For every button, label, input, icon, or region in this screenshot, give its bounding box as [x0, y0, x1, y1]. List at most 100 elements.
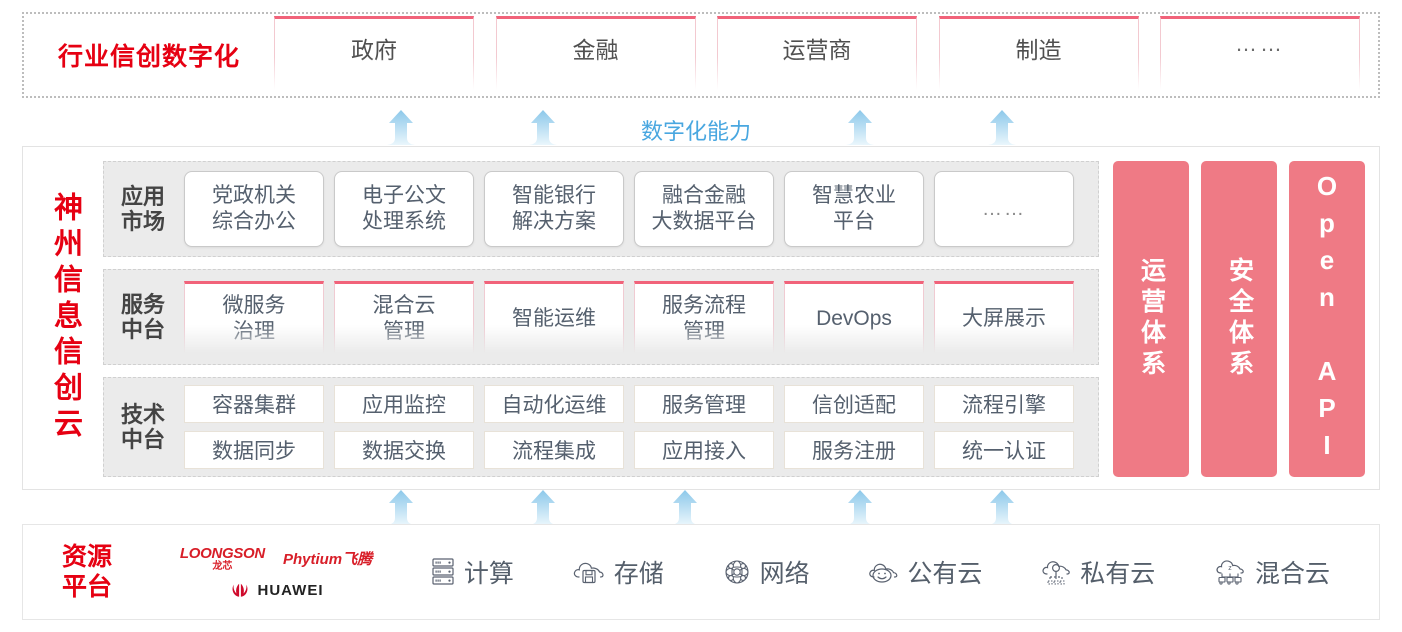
card-line2: 大数据平台: [651, 210, 757, 233]
card-line2: 处理系统: [362, 210, 446, 233]
platform-title-text: 神州信息信创云: [49, 192, 82, 444]
network-icon: [725, 560, 749, 584]
huawei-logo: HUAWEI: [229, 582, 324, 599]
card-line1: 大屏展示: [962, 306, 1046, 330]
industry-card-manufacturing[interactable]: 制造: [938, 16, 1139, 90]
huawei-flower-icon: [232, 583, 247, 597]
capability-arrow-strip-top: [0, 104, 1402, 146]
resource-item-label: 私有云: [1080, 560, 1156, 588]
industry-card-government[interactable]: 政府: [274, 16, 474, 90]
tech-card-automated-ops[interactable]: 自动化运维: [484, 385, 624, 423]
row-label-service-platform: 服务 中台: [108, 292, 178, 342]
app-card-gov-office[interactable]: 党政机关 综合办公: [184, 171, 324, 247]
service-card-hybrid-cloud-mgmt[interactable]: 混合云 管理: [334, 281, 474, 353]
loongson-logo-en: LOONGSON: [179, 544, 265, 562]
resource-item-list: 计算 存储: [401, 554, 1379, 590]
app-card-smart-agriculture[interactable]: 智慧农业 平台: [784, 171, 924, 247]
tech-card-grid: 容器集群 应用监控 自动化运维 服务管理 信创适配 流程引擎 数据同步 数据交换…: [178, 385, 1098, 469]
pillar-label: Open API: [1312, 171, 1342, 467]
row-label-line2: 中台: [120, 317, 165, 342]
pillar-operations-system[interactable]: 运营体系: [1113, 161, 1189, 477]
up-arrow-icon: [382, 110, 420, 146]
tech-card-app-access[interactable]: 应用接入: [634, 431, 774, 469]
private-cloud-icon: [1042, 561, 1071, 585]
resource-item-compute[interactable]: 计算: [430, 554, 514, 590]
row-label-line2: 市场: [120, 209, 165, 234]
row-label-tech-platform: 技术 中台: [108, 402, 178, 452]
pillar-security-system[interactable]: 安全体系: [1201, 161, 1277, 477]
resource-item-storage[interactable]: 存储: [572, 554, 664, 590]
tech-card-line-1: 容器集群 应用监控 自动化运维 服务管理 信创适配 流程引擎: [184, 385, 1098, 423]
tech-card-container-cluster[interactable]: 容器集群: [184, 385, 324, 423]
row-label-line1: 技术: [120, 401, 165, 427]
server-icon: [432, 558, 454, 585]
app-card-fintech-bigdata[interactable]: 融合金融 大数据平台: [634, 171, 774, 247]
service-card-intelligent-ops[interactable]: 智能运维: [484, 281, 624, 353]
tech-card-service-mgmt[interactable]: 服务管理: [634, 385, 774, 423]
row-service-platform: 服务 中台 微服务 治理 混合云 管: [103, 269, 1099, 365]
tech-card-data-sync[interactable]: 数据同步: [184, 431, 324, 469]
resource-item-hybrid-cloud[interactable]: z 混合云: [1213, 554, 1330, 590]
card-line1: 智慧农业: [812, 184, 896, 208]
platform-panel: 神州信息信创云 应用 市场 党政机关 综合办公: [22, 146, 1380, 490]
service-card-large-screen-display[interactable]: 大屏展示: [934, 281, 1074, 353]
resource-platform-title: 资源 平台: [23, 542, 151, 602]
tech-card-xinchuang-adaptation[interactable]: 信创适配: [784, 385, 924, 423]
card-line2: 治理: [233, 319, 275, 343]
resource-item-label: 存储: [613, 560, 664, 588]
up-arrow-icon: [382, 490, 420, 526]
industry-band: 行业信创数字化 政府 金融 运营商 制造 ……: [22, 12, 1380, 98]
platform-body: 应用 市场 党政机关 综合办公 电子公文: [99, 147, 1379, 489]
tech-card-app-monitoring[interactable]: 应用监控: [334, 385, 474, 423]
app-market-card-list: 党政机关 综合办公 电子公文 处理系统 智能银行: [178, 171, 1098, 247]
card-line1: 电子公文: [362, 184, 446, 208]
app-card-e-document[interactable]: 电子公文 处理系统: [334, 171, 474, 247]
vendor-logo-group: LOONGSON 龙芯 Phytium飞腾 HUAWEI: [151, 546, 401, 599]
tech-card-process-integration[interactable]: 流程集成: [484, 431, 624, 469]
up-arrow-icon: [841, 490, 879, 526]
resource-item-label: 网络: [759, 560, 810, 588]
service-card-service-process-mgmt[interactable]: 服务流程 管理: [634, 281, 774, 353]
loongson-logo: LOONGSON 龙芯: [180, 546, 265, 572]
tech-card-service-registry[interactable]: 服务注册: [784, 431, 924, 469]
tech-card-unified-auth[interactable]: 统一认证: [934, 431, 1074, 469]
up-arrow-icon: [983, 110, 1021, 146]
card-line1: 混合云: [372, 293, 436, 317]
resource-item-network[interactable]: 网络: [722, 554, 810, 590]
resource-item-label: 混合云: [1255, 560, 1331, 588]
platform-title: 神州信息信创云: [23, 147, 99, 489]
pillar-open-api[interactable]: Open API: [1289, 161, 1365, 477]
app-card-more[interactable]: ……: [934, 171, 1074, 247]
industry-card-finance[interactable]: 金融: [495, 16, 696, 90]
resource-platform-panel: 资源 平台 LOONGSON 龙芯 Phytium飞腾 HUAWEI: [22, 524, 1380, 620]
tech-card-data-exchange[interactable]: 数据交换: [334, 431, 474, 469]
service-card-microservice-governance[interactable]: 微服务 治理: [184, 281, 324, 353]
industry-card-telecom[interactable]: 运营商: [717, 16, 917, 90]
svg-text:z: z: [1228, 565, 1232, 572]
industry-band-title: 行业信创数字化: [57, 43, 240, 71]
row-app-market: 应用 市场 党政机关 综合办公 电子公文: [103, 161, 1099, 257]
resource-item-public-cloud[interactable]: 公有云: [867, 554, 982, 590]
up-arrow-icon: [841, 110, 879, 146]
platform-rows: 应用 市场 党政机关 综合办公 电子公文: [103, 161, 1099, 477]
tech-card-process-engine[interactable]: 流程引擎: [934, 385, 1074, 423]
row-label-line2: 中台: [120, 427, 165, 452]
app-card-smart-bank[interactable]: 智能银行 解决方案: [484, 171, 624, 247]
platform-pillars: 运营体系 安全体系 Open API: [1113, 161, 1365, 477]
resource-item-label: 公有云: [907, 560, 983, 588]
card-line2: 管理: [383, 319, 425, 343]
card-line1: 党政机关: [212, 184, 296, 208]
up-arrow-icon: [666, 490, 704, 526]
pillar-label: 运营体系: [1137, 257, 1166, 381]
row-tech-platform: 技术 中台 容器集群 应用监控 自动化运维 服务管理 信创适配 流程引擎: [103, 377, 1099, 477]
card-line1: 智能运维: [512, 306, 596, 330]
up-arrow-icon: [524, 490, 562, 526]
resource-title-line1: 资源: [61, 543, 112, 571]
industry-card-more[interactable]: ……: [1160, 16, 1360, 90]
resource-item-private-cloud[interactable]: 私有云: [1040, 554, 1155, 590]
resource-arrow-strip-bottom: [0, 490, 1402, 526]
card-line2: 解决方案: [512, 210, 596, 233]
service-card-devops[interactable]: DevOps: [784, 281, 924, 353]
phytium-logo: Phytium飞腾: [282, 551, 373, 568]
